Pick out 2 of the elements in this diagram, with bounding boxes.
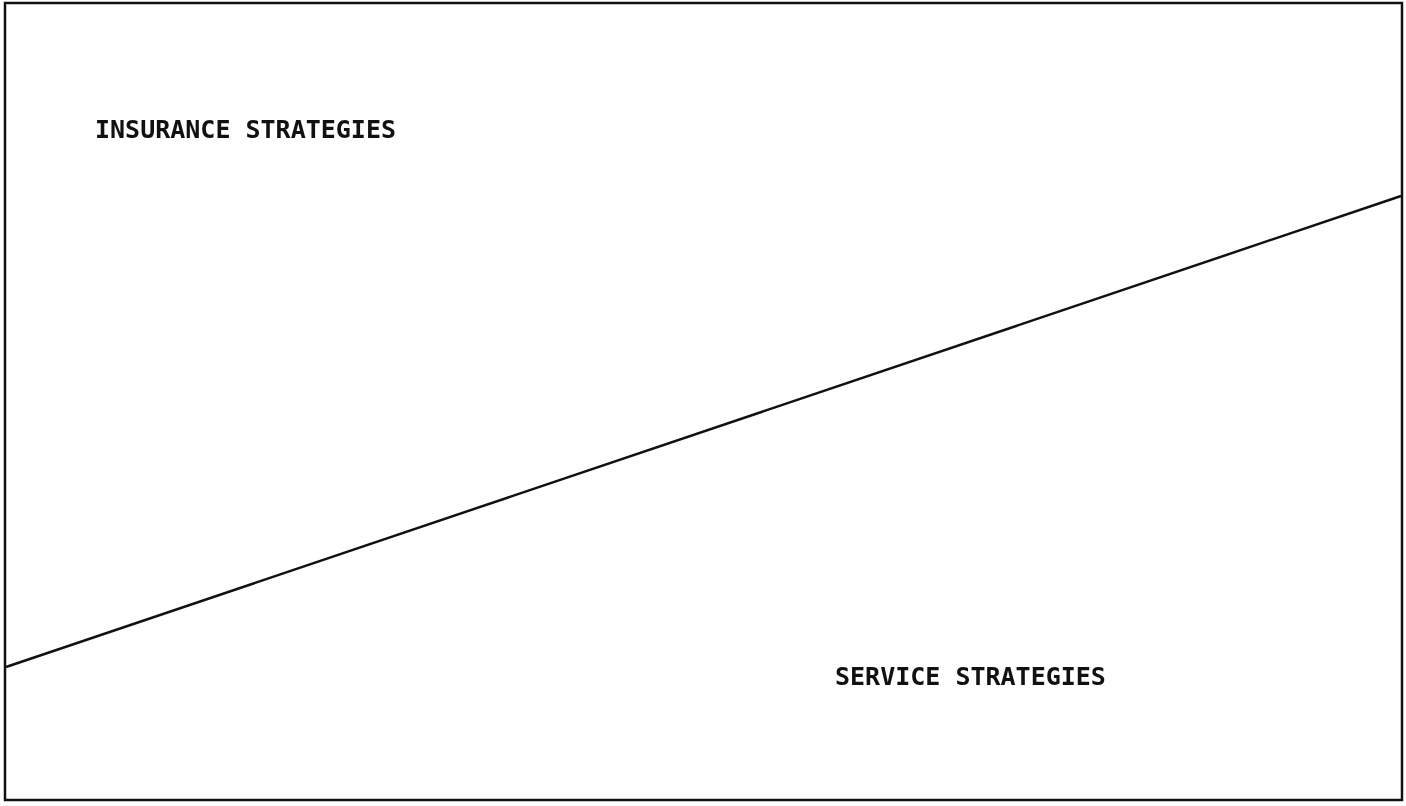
- region-label: INSURANCE STRATEGIES: [95, 115, 397, 144]
- region-label: SERVICE STRATEGIES: [835, 662, 1106, 691]
